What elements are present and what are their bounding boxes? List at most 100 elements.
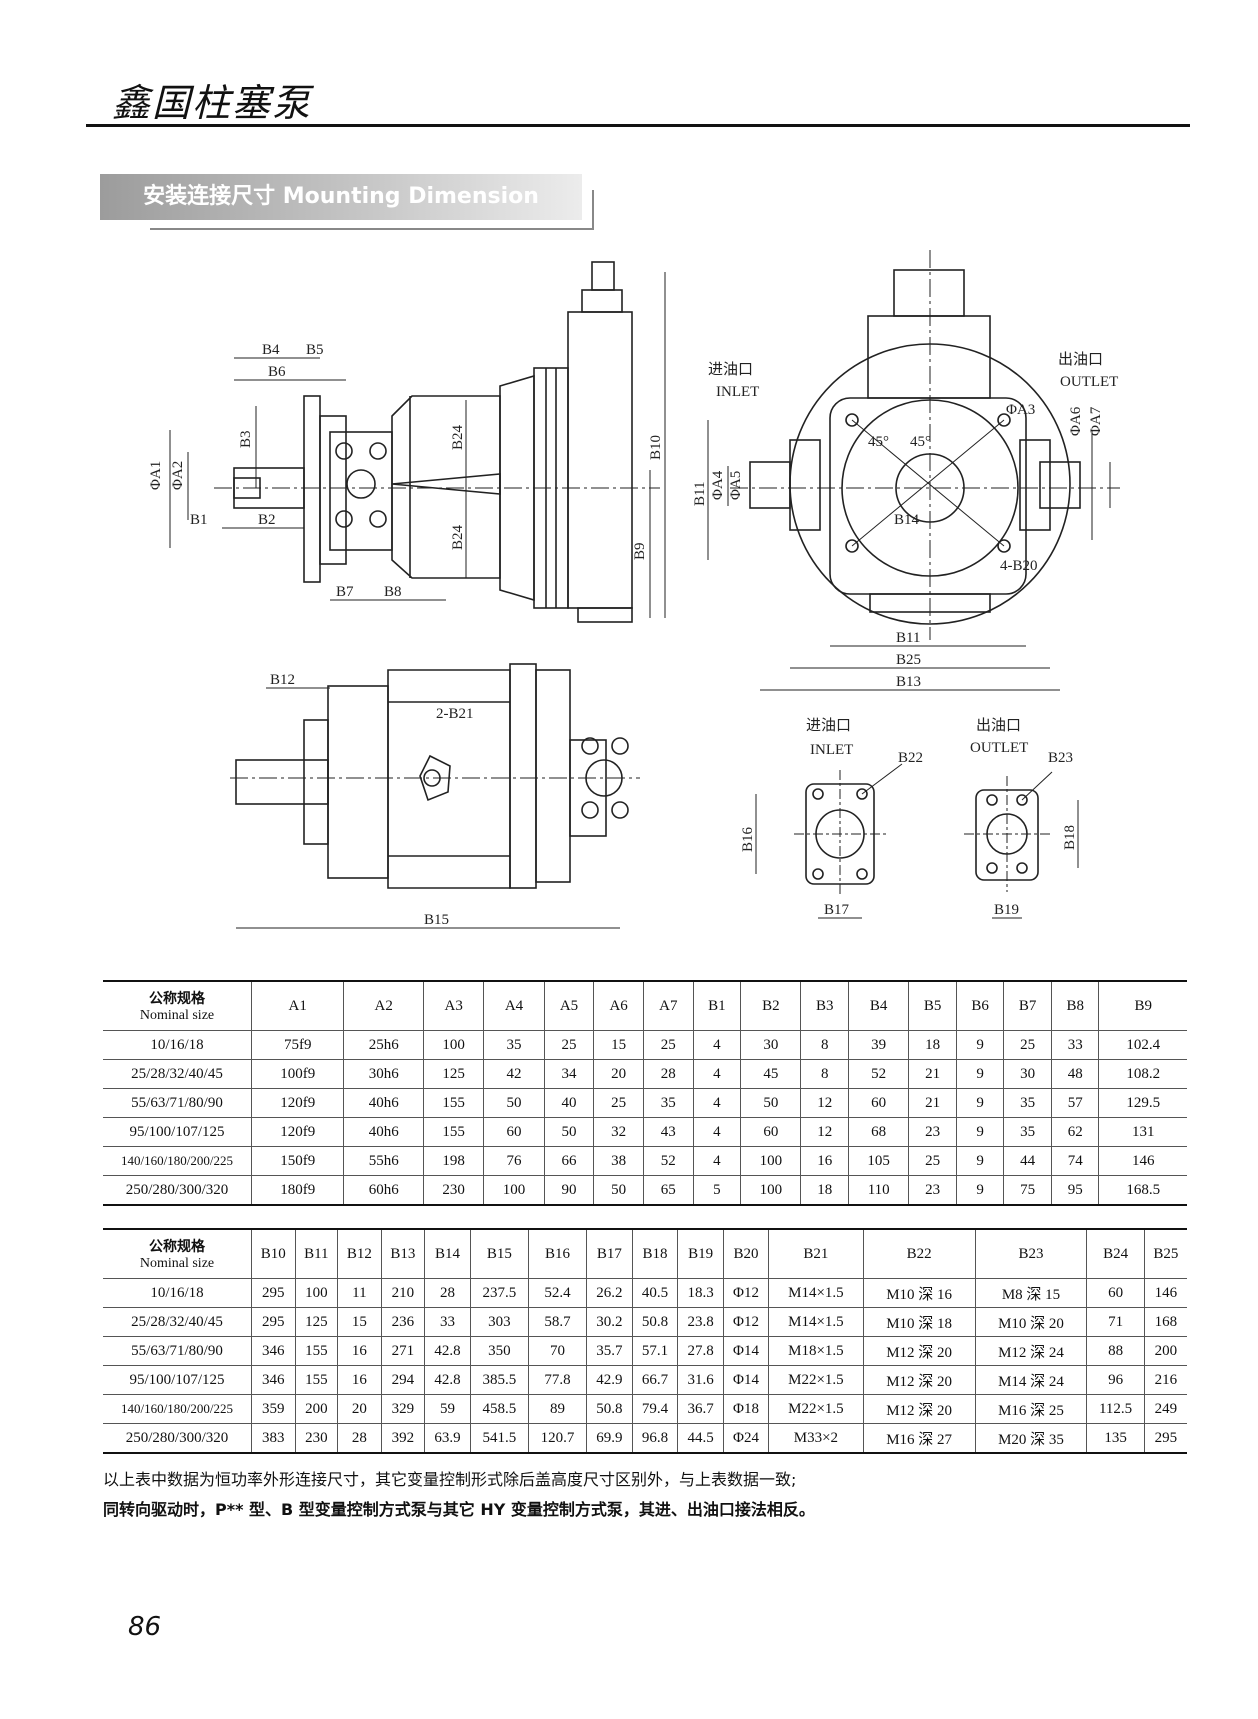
value-cell: Φ18 — [722, 1394, 770, 1424]
value-cell: 236 — [380, 1307, 426, 1337]
column-header: A3 — [422, 980, 485, 1031]
value-cell: 100 — [422, 1030, 485, 1060]
column-header: B9 — [1098, 980, 1187, 1031]
value-cell: 42.8 — [424, 1365, 471, 1395]
value-cell: 60h6 — [343, 1175, 424, 1206]
value-cell: M14 深 24 — [974, 1365, 1088, 1395]
column-header: B12 — [337, 1228, 382, 1279]
column-header: B1 — [692, 980, 742, 1031]
value-cell: 329 — [380, 1394, 426, 1424]
label-b7: B7 — [336, 584, 354, 600]
value-cell: 15 — [337, 1307, 382, 1337]
label-b24-bottom: B24 — [450, 524, 466, 550]
value-cell: 50 — [483, 1088, 545, 1118]
side-view-drawing — [169, 261, 666, 623]
value-cell: 48 — [1050, 1059, 1100, 1089]
label-a3: ΦA3 — [1006, 402, 1035, 418]
value-cell: Φ14 — [722, 1365, 770, 1395]
column-header: A6 — [593, 980, 644, 1031]
inlet-label-cn: 进油口 — [708, 361, 753, 378]
value-cell: 5 — [692, 1175, 742, 1206]
value-cell: 20 — [593, 1059, 644, 1089]
value-cell: 100 — [483, 1175, 545, 1206]
value-cell: 350 — [469, 1336, 529, 1366]
value-cell: 40h6 — [343, 1088, 424, 1118]
column-header: B21 — [768, 1228, 864, 1279]
value-cell: 60 — [483, 1117, 545, 1147]
value-cell: 66 — [543, 1146, 595, 1176]
value-cell: 33 — [424, 1307, 471, 1337]
value-cell: 25 — [642, 1030, 694, 1060]
value-cell: 100 — [740, 1146, 802, 1176]
label-a5: ΦA5 — [728, 471, 744, 500]
value-cell: 75f9 — [250, 1030, 345, 1060]
section-title: 安装连接尺寸 Mounting Dimension — [100, 174, 582, 220]
value-cell: 31.6 — [677, 1365, 724, 1395]
value-cell: 30h6 — [343, 1059, 424, 1089]
value-cell: 23 — [908, 1175, 957, 1206]
label-b20: 4-B20 — [1000, 558, 1038, 574]
value-cell: 57.1 — [631, 1336, 679, 1366]
value-cell: 52.4 — [527, 1278, 588, 1308]
label-b5: B5 — [306, 342, 324, 358]
value-cell: 45 — [740, 1059, 802, 1089]
value-cell: 26.2 — [586, 1278, 633, 1308]
label-a4: ΦA4 — [710, 470, 726, 500]
value-cell: 71 — [1086, 1307, 1145, 1337]
column-header: B5 — [908, 980, 957, 1031]
value-cell: 303 — [469, 1307, 529, 1337]
value-cell: 110 — [848, 1175, 910, 1206]
value-cell: M10 深 16 — [862, 1278, 976, 1308]
value-cell: M22×1.5 — [768, 1394, 864, 1424]
value-cell: 210 — [380, 1278, 426, 1308]
nominal-size-cell: 25/28/32/40/45 — [103, 1059, 252, 1089]
value-cell: 541.5 — [469, 1423, 529, 1454]
value-cell: 8 — [800, 1059, 850, 1089]
value-cell: 4 — [692, 1030, 742, 1060]
column-header: B19 — [677, 1228, 724, 1279]
value-cell: 40 — [543, 1088, 595, 1118]
value-cell: 200 — [294, 1394, 339, 1424]
value-cell: 155 — [294, 1365, 339, 1395]
note-line-1: 以上表中数据为恒功率外形连接尺寸，其它变量控制形式除后盖高度尺寸区别外，与上表数… — [103, 1470, 797, 1489]
column-header: A1 — [250, 980, 345, 1031]
label-b6: B6 — [268, 364, 286, 380]
value-cell: 295 — [1143, 1423, 1187, 1454]
nominal-size-cell: 55/63/71/80/90 — [103, 1336, 252, 1366]
value-cell: 125 — [294, 1307, 339, 1337]
value-cell: 44 — [1003, 1146, 1052, 1176]
value-cell: M18×1.5 — [768, 1336, 864, 1366]
value-cell: 18 — [800, 1175, 850, 1206]
value-cell: 12 — [800, 1088, 850, 1118]
outlet-flange-label-cn: 出油口 — [976, 717, 1021, 734]
value-cell: 60 — [740, 1117, 802, 1147]
column-header: B25 — [1143, 1228, 1187, 1279]
value-cell: Φ24 — [722, 1423, 770, 1454]
nominal-size-cell: 95/100/107/125 — [103, 1365, 252, 1395]
value-cell: 25h6 — [343, 1030, 424, 1060]
column-header: B20 — [722, 1228, 770, 1279]
value-cell: 36.7 — [677, 1394, 724, 1424]
value-cell: 155 — [294, 1336, 339, 1366]
column-header: B4 — [848, 980, 910, 1031]
label-b23: B23 — [1048, 750, 1073, 766]
brand-title: 鑫国柱塞泵 — [112, 81, 313, 125]
value-cell: M10 深 20 — [974, 1307, 1088, 1337]
value-cell: 129.5 — [1098, 1088, 1187, 1118]
value-cell: 34 — [543, 1059, 595, 1089]
value-cell: 52 — [642, 1146, 694, 1176]
value-cell: 44.5 — [677, 1423, 724, 1454]
value-cell: 35 — [1003, 1117, 1052, 1147]
note-line-2: 同转向驱动时，P** 型、B 型变量控制方式泵与其它 HY 变量控制方式泵，其进… — [103, 1500, 815, 1519]
value-cell: 50 — [543, 1117, 595, 1147]
value-cell: 180f9 — [250, 1175, 345, 1206]
value-cell: 120f9 — [250, 1117, 345, 1147]
column-header: B2 — [740, 980, 802, 1031]
value-cell: 40h6 — [343, 1117, 424, 1147]
label-a1: ΦA1 — [148, 461, 164, 490]
page-number: 86 — [128, 1612, 162, 1642]
value-cell: M12 深 20 — [862, 1394, 976, 1424]
